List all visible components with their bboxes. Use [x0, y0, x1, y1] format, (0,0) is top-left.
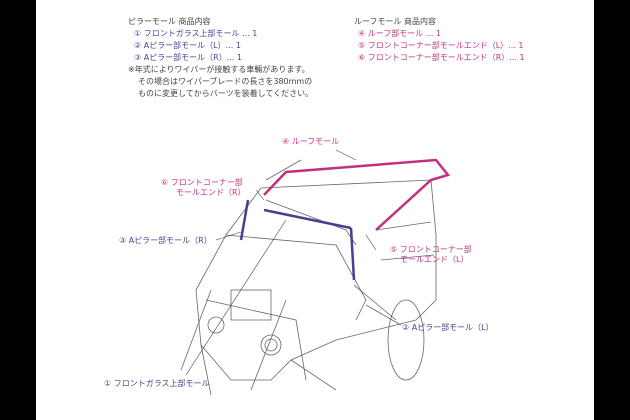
label-corner-l: モールエンド（L）	[400, 255, 469, 264]
roof-item: ④ ルーフ部モール ... 1	[358, 29, 442, 38]
roof-item: ⑤ フロントコーナー部モールエンド（L）... 1	[358, 41, 524, 50]
label-corner-l: ⑤ フロントコーナー部	[390, 245, 472, 254]
label-corner-r: ⑥ フロントコーナー部	[161, 178, 243, 187]
note-line: その場合はワイパーブレードの長さを380mmの	[138, 77, 313, 86]
label-pillar-r: ③ Aピラー部モール（R）	[119, 236, 212, 245]
pillar-item: ② Aピラー部モール（L）... 1	[134, 41, 241, 50]
car-illustration	[180, 149, 451, 396]
label-windshield: ① フロントガラス上部モール	[104, 379, 210, 388]
label-roof: ④ ルーフモール	[282, 137, 340, 146]
diagram-canvas: ピラーモール 商品内容 ① フロントガラス上部モール ... 1 ② Aピラー部…	[36, 0, 594, 420]
note-line: ※年式によりワイパーが接触する車輛があります。	[128, 65, 310, 74]
label-pillar-l: ② Aピラー部モール（L）	[402, 323, 494, 332]
roof-item: ⑥ フロントコーナー部モールエンド（R）... 1	[358, 53, 525, 62]
pillar-item: ① フロントガラス上部モール ... 1	[134, 29, 258, 38]
pillar-item: ③ Aピラー部モール（R）... 1	[134, 53, 243, 62]
note-line: ものに変更してからパーツを装着してください。	[138, 89, 314, 98]
roof-heading: ルーフモール 商品内容	[354, 17, 437, 26]
pillar-heading: ピラーモール 商品内容	[128, 17, 211, 26]
label-corner-r: モールエンド（R）	[176, 188, 246, 197]
